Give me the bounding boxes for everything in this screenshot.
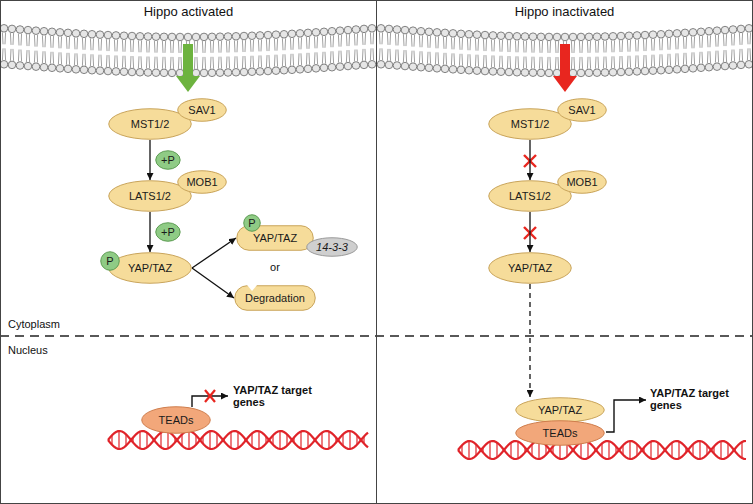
ellipse-outline	[558, 99, 607, 122]
node-label: +P	[161, 154, 175, 166]
ellipse-outline	[156, 223, 180, 242]
node-label: LATS1/2	[509, 190, 551, 202]
transcription-factor: TEADs	[515, 420, 605, 446]
phosphate-circle: P	[100, 251, 120, 271]
node-label: MOB1	[186, 176, 217, 188]
pathway-arrow	[149, 140, 150, 180]
cleavage-notch	[247, 285, 257, 291]
node-label: Degradation	[245, 292, 305, 304]
adaptor-ellipse: MOB1	[557, 170, 607, 194]
node-label: P	[248, 217, 255, 229]
node-label: +P	[161, 226, 175, 238]
node-label: SAV1	[568, 104, 595, 116]
ellipse-outline	[516, 398, 605, 423]
ellipse-outline	[109, 253, 192, 284]
pill-outline	[237, 226, 314, 251]
ellipse-outline	[558, 171, 607, 194]
pill-outline	[235, 286, 316, 311]
node-label: TEADs	[543, 427, 578, 439]
compartment-label: Nucleus	[8, 344, 48, 356]
pathway-arrow	[529, 284, 530, 397]
dna-helix	[108, 431, 746, 459]
ellipse-outline	[244, 215, 261, 232]
compartment-label: Cytoplasm	[8, 318, 60, 330]
node-label: SAV1	[188, 104, 215, 116]
transcription-factor: TEADs	[141, 406, 211, 434]
pathway-arrow	[529, 212, 530, 252]
transcription-arrow	[606, 400, 646, 432]
or-label: or	[264, 261, 286, 273]
panel-heading: Hippo inactivated	[377, 4, 752, 19]
adaptor-ellipse: SAV1	[177, 98, 227, 122]
ellipse-outline	[178, 99, 227, 122]
ellipse-outline	[178, 171, 227, 194]
coactivator-ellipse: YAP/TAZ	[108, 252, 192, 284]
pathway-panel: Hippo inactivatedMST1/2 SAV1LATS1/2 MOB1YA…	[376, 0, 753, 504]
ellipse-outline	[307, 238, 358, 257]
coactivator-ellipse: YAP/TAZ	[488, 252, 572, 284]
inactivation-arrow	[553, 44, 577, 92]
node-label: 14-3-3	[316, 241, 348, 253]
node-label: TEADs	[159, 414, 194, 426]
degradation-pill: Degradation	[234, 285, 316, 311]
pathway-arrow	[192, 238, 236, 268]
phosphate-circle: P	[243, 214, 261, 232]
node-label: P	[106, 255, 113, 267]
phosphate-circle: +P	[155, 150, 181, 170]
node-label: YAP/TAZ	[508, 262, 552, 274]
ellipse-outline	[101, 252, 120, 271]
adaptor-ellipse: SAV1	[557, 98, 607, 122]
binding-protein: 14-3-3	[306, 237, 358, 257]
node-label: YAP/TAZ	[538, 404, 582, 416]
pathway-arrow	[192, 268, 234, 298]
ellipse-outline	[156, 151, 180, 170]
ellipse-outline	[489, 253, 572, 284]
node-label: MST1/2	[131, 118, 170, 130]
pathway-arrow	[149, 212, 150, 252]
activation-arrow	[176, 44, 200, 92]
target-genes-label: YAP/TAZ target genes	[233, 384, 321, 408]
adaptor-ellipse: MOB1	[177, 170, 227, 194]
phosphate-circle: +P	[155, 222, 181, 242]
node-label: YAP/TAZ	[253, 232, 297, 244]
pathway-panel: Hippo activatedMST1/2 SAV1 +P LATS1/2 MOB1 +P…	[0, 0, 377, 504]
node-label: MOB1	[566, 176, 597, 188]
pathway-arrow	[529, 140, 530, 180]
cleavage-notch	[248, 225, 258, 231]
node-label: YAP/TAZ	[128, 262, 172, 274]
node-label: LATS1/2	[129, 190, 171, 202]
coactivator-ellipse: YAP/TAZ	[515, 397, 605, 423]
panel-heading: Hippo activated	[1, 4, 376, 19]
ellipse-outline	[142, 407, 211, 434]
block-cross	[205, 390, 215, 402]
ellipse-outline	[516, 421, 605, 446]
target-genes-label: YAP/TAZ target genes	[650, 387, 740, 411]
node-label: MST1/2	[511, 118, 550, 130]
